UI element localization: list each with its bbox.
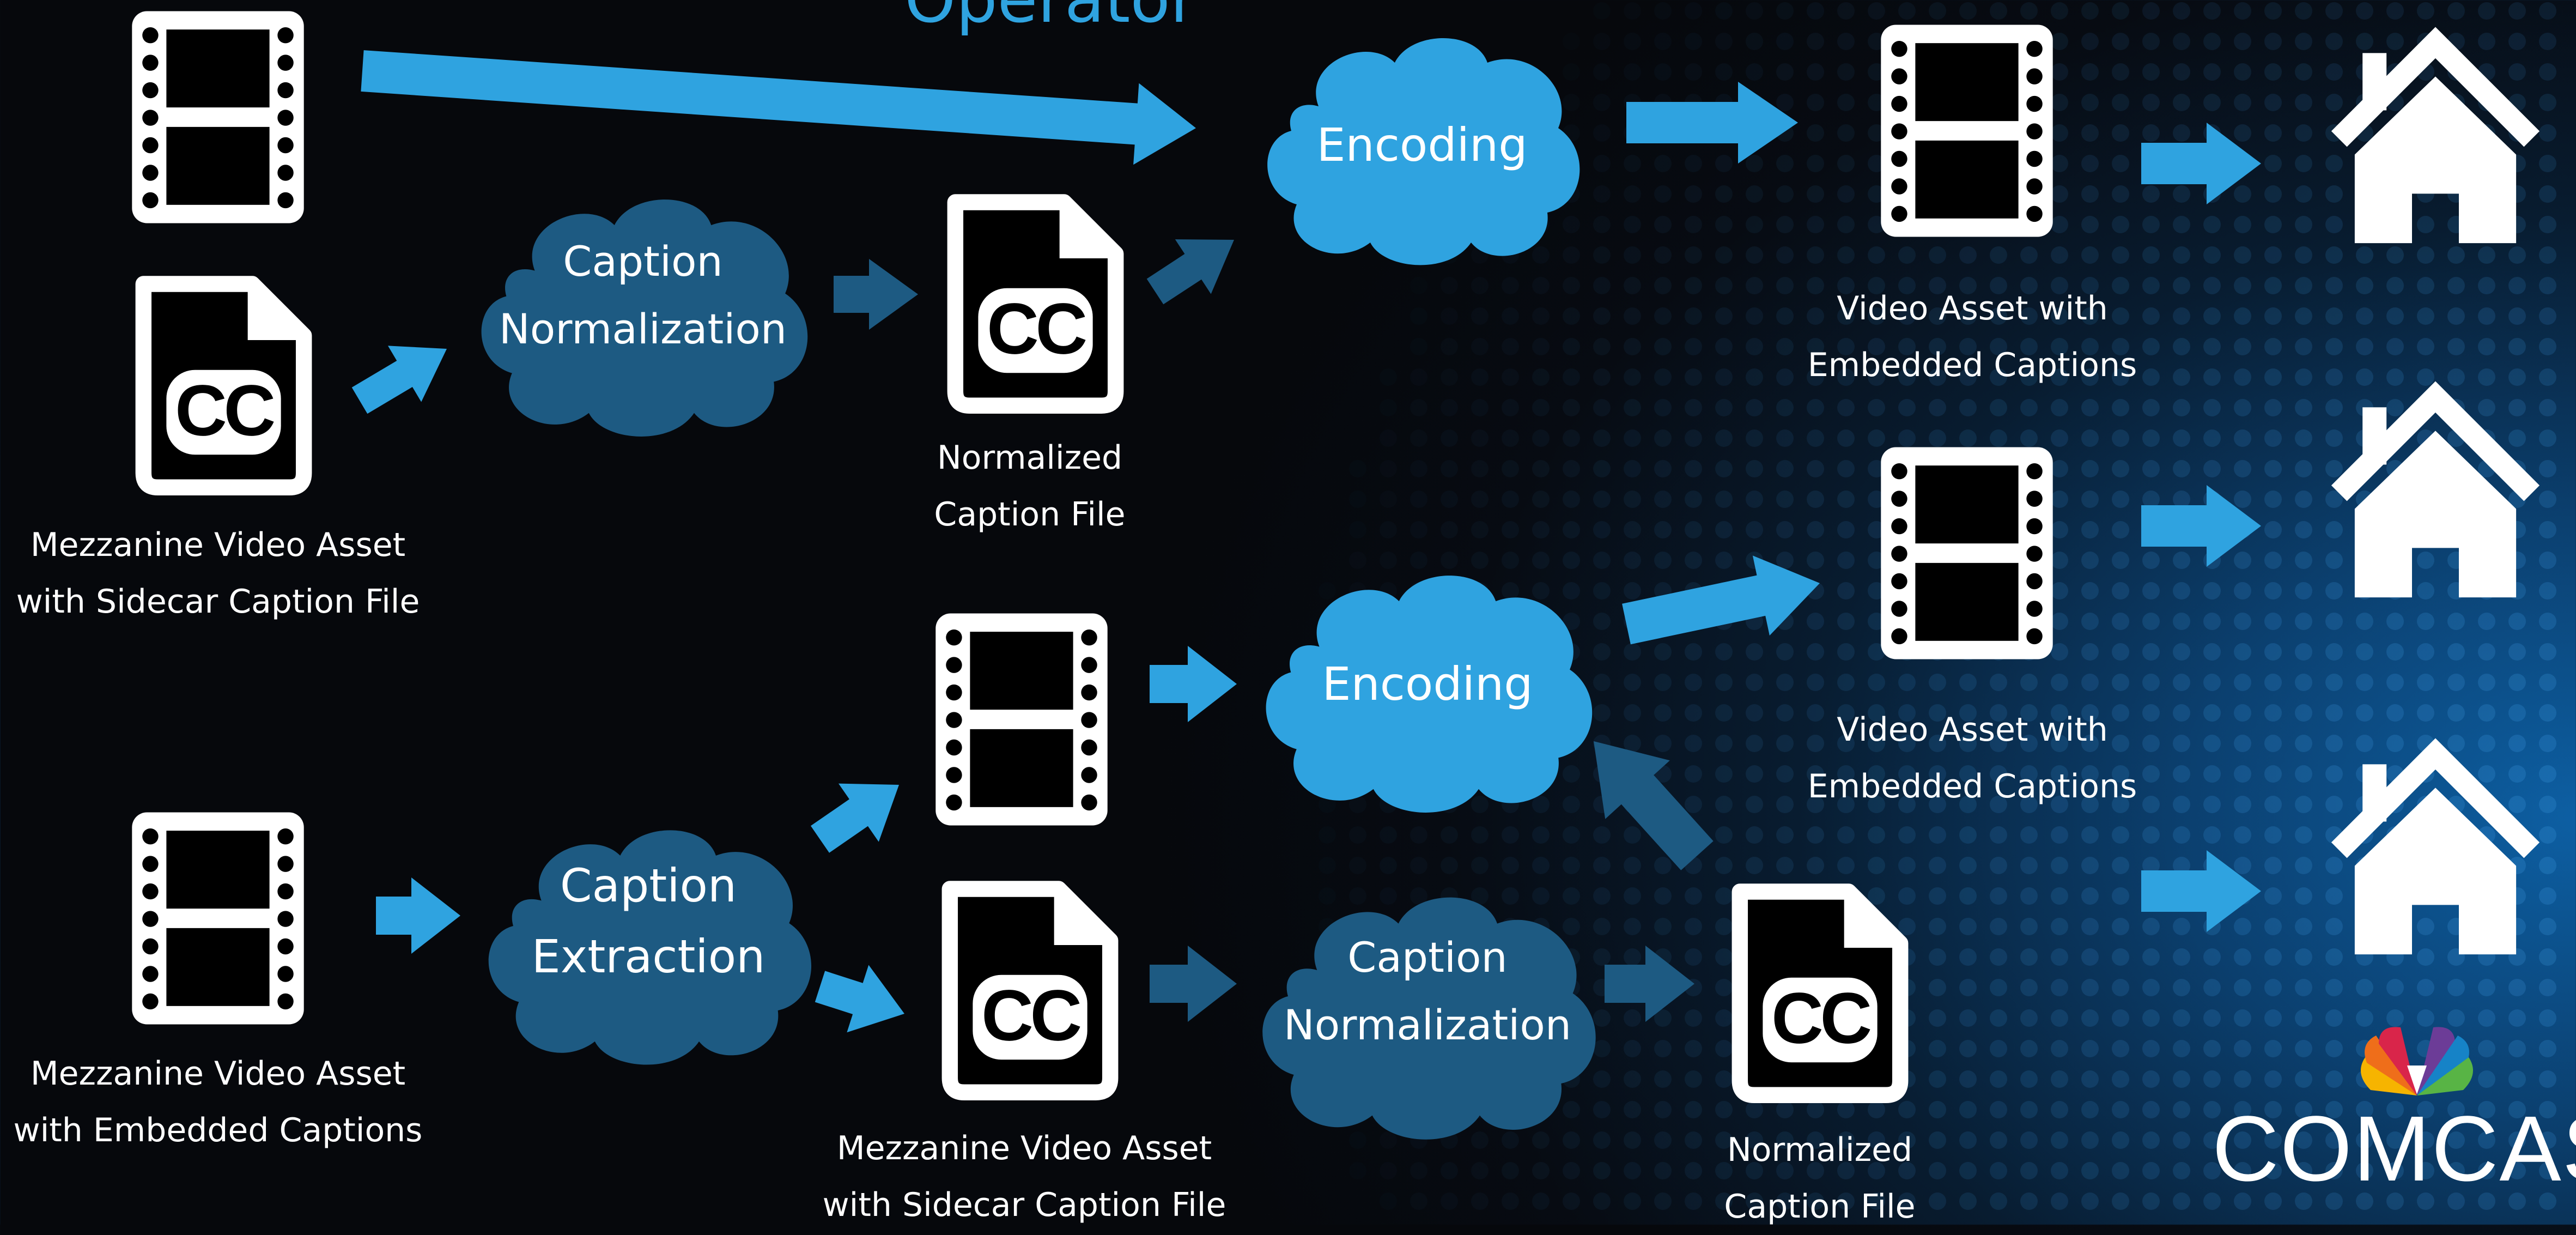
arrow-cc-to-normalization-bottom: [1150, 946, 1237, 1022]
house-icon: [2331, 381, 2540, 598]
house-icon: [2331, 27, 2540, 244]
film-icon: [132, 812, 304, 1025]
title-operator: Operator: [904, 0, 1197, 38]
encoding-label-middle: Encoding: [1322, 657, 1533, 711]
cc-file-icon: [950, 886, 1114, 1093]
arrow-normalized-to-encoding: [1594, 741, 1714, 870]
film-icon: [1881, 447, 2053, 659]
arrow-extraction-to-film: [811, 783, 899, 853]
arrow-to-home-3: [2141, 850, 2261, 932]
cc-file-icon: [955, 199, 1119, 406]
arrow-encoding-to-asset: [1626, 82, 1798, 164]
film-icon: [1881, 25, 2053, 237]
arrow-extraction-to-cc: [815, 965, 904, 1033]
film-icon: [935, 613, 1108, 826]
brand-wordmark: COMCAST: [2212, 1097, 2576, 1201]
house-icon: [2331, 738, 2540, 955]
cc-file-icon: [143, 281, 307, 488]
arrow-film-to-encoding: [1150, 646, 1237, 722]
film-icon: [132, 11, 304, 223]
encoding-label-top: Encoding: [1316, 118, 1528, 172]
arrow-normalization-to-cc-bottom: [1605, 946, 1694, 1022]
arrow-encoding-to-asset-middle: [1622, 555, 1820, 645]
peacock-logo: [2361, 1027, 2473, 1095]
arrow-asset-to-home-2: [2141, 485, 2261, 567]
arrow-video-to-encoding: [361, 50, 1196, 165]
arrow-normalization-to-cc: [834, 259, 918, 330]
arrow-embedded-to-extraction: [376, 877, 460, 954]
arrow-cc-to-encoding: [1146, 239, 1234, 305]
cc-file-icon: [1740, 888, 1904, 1095]
arrow-asset-to-home-1: [2141, 123, 2261, 204]
arrow-cc-to-normalization: [351, 346, 447, 414]
